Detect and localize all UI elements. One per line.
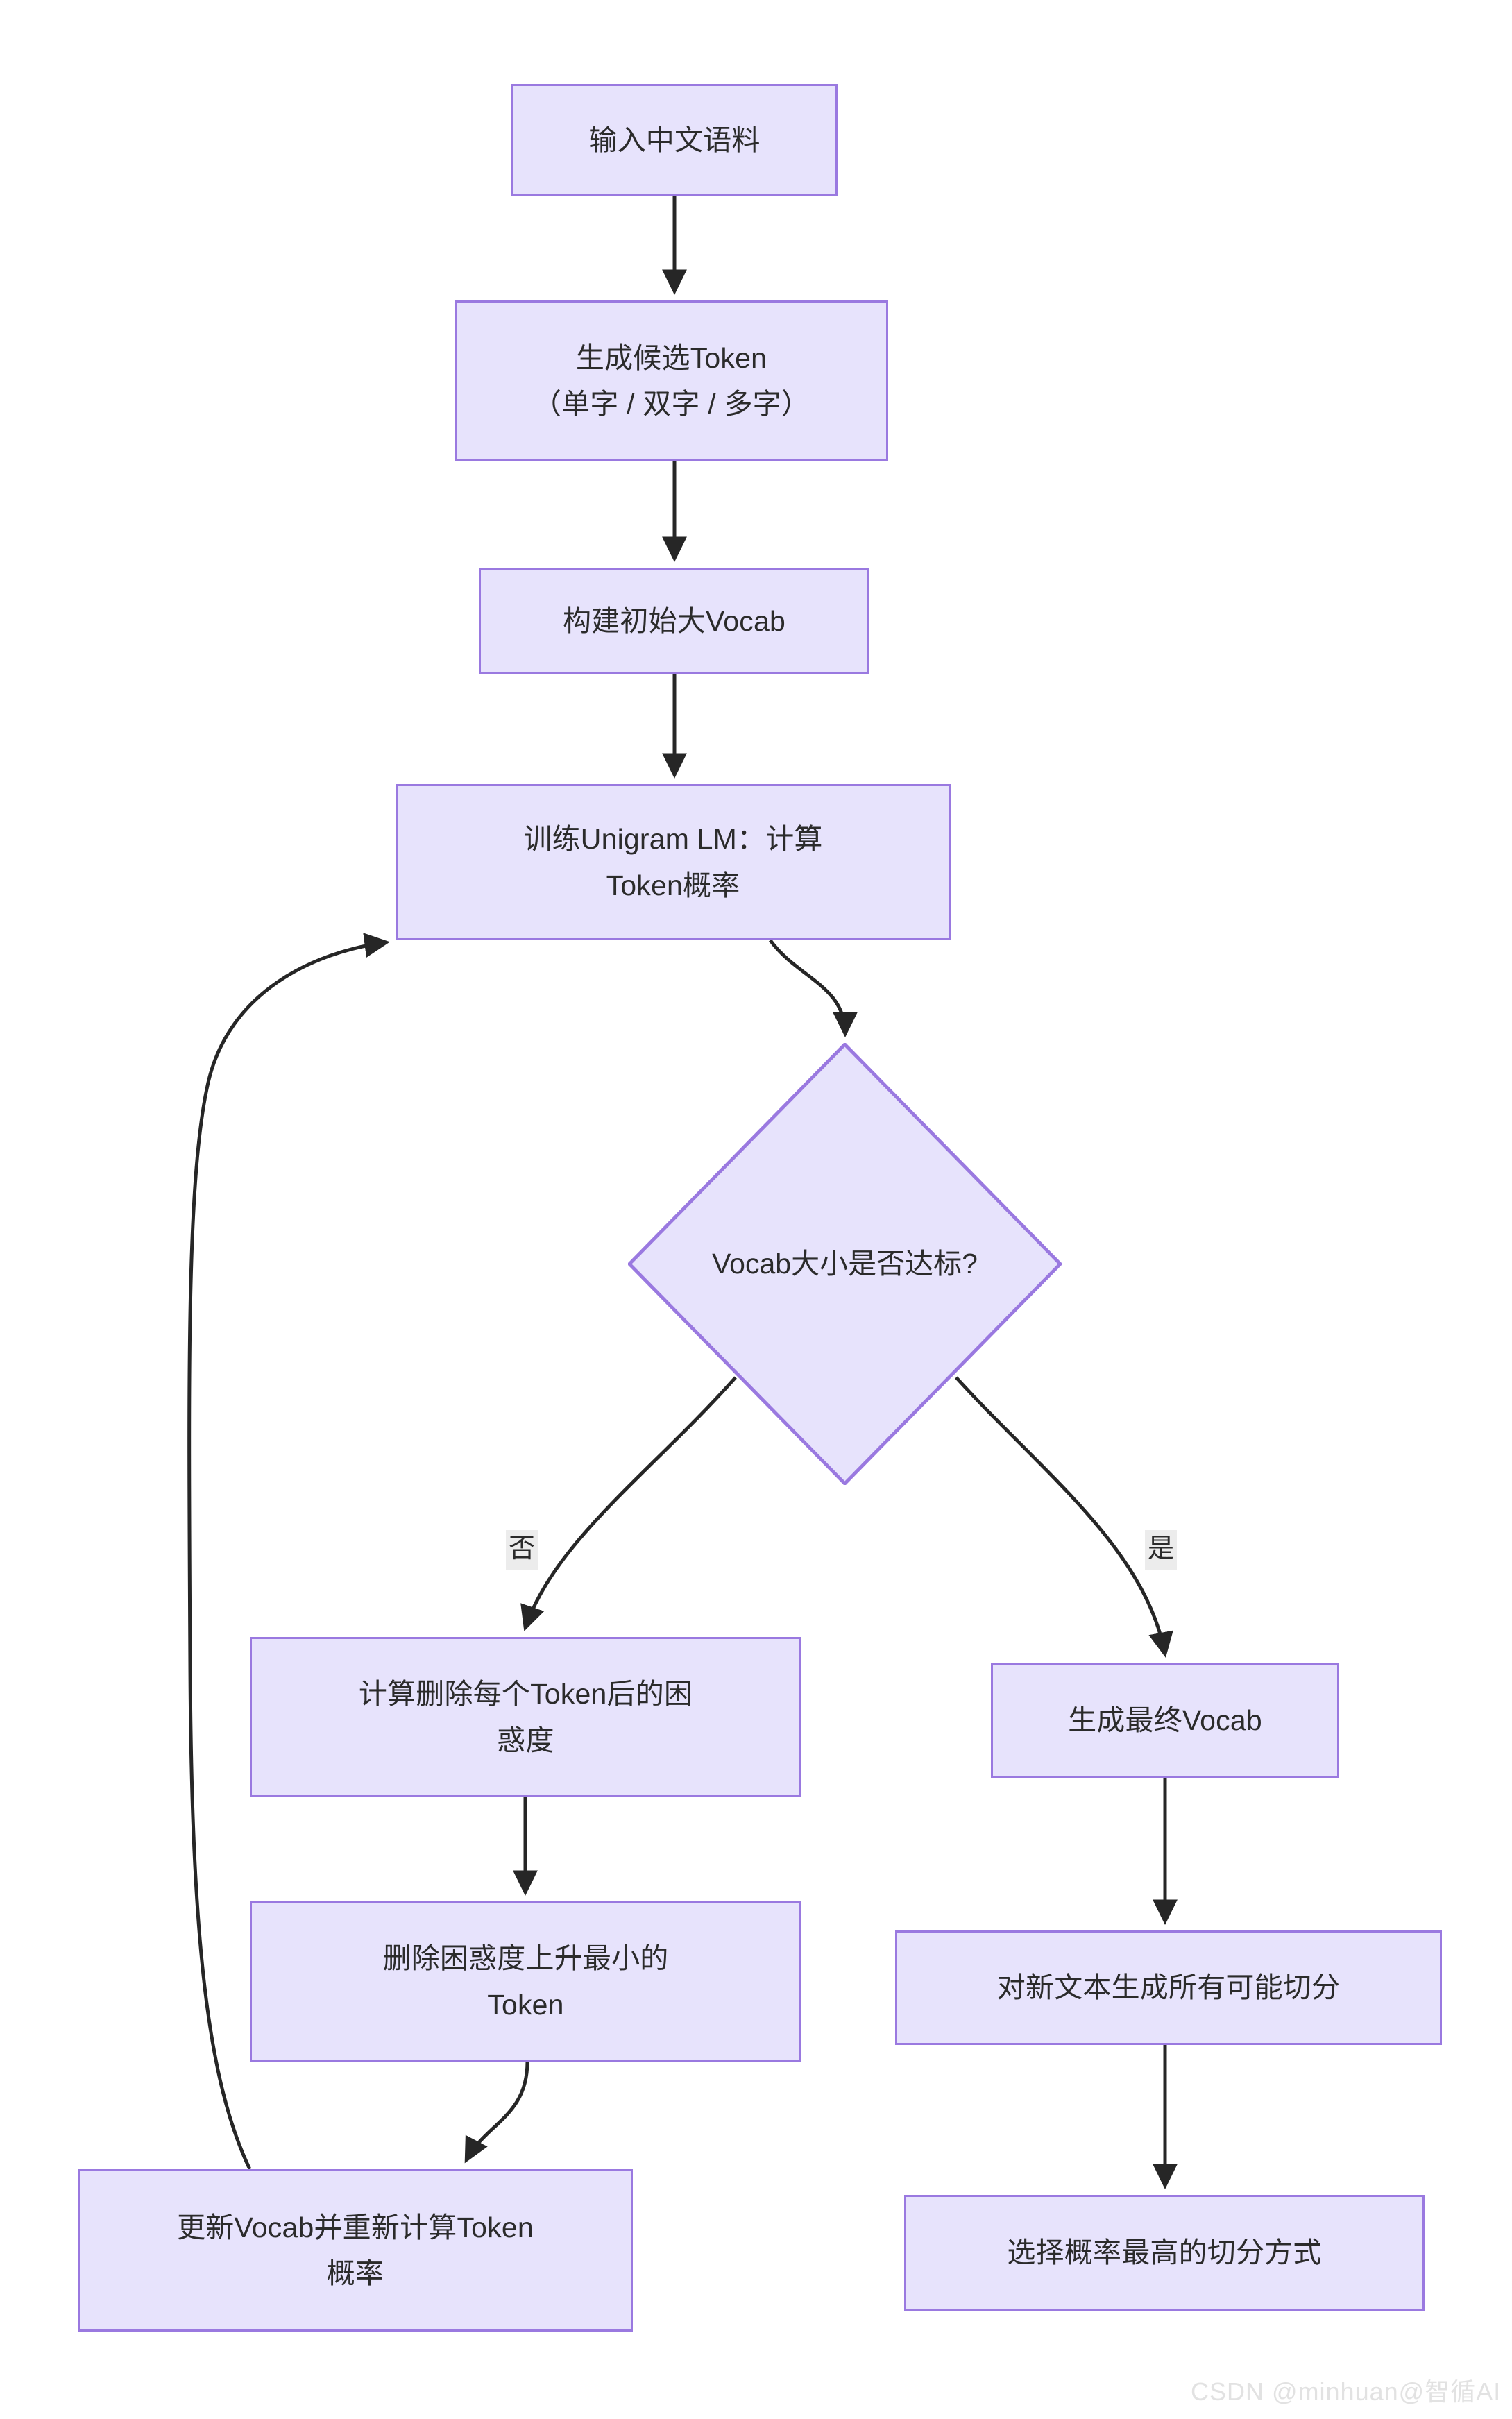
edge-train-to-check	[768, 939, 858, 1037]
node-label: 对新文本生成所有可能切分	[996, 1971, 1341, 2004]
node-build-initial-vocab[interactable]: 构建初始大Vocab	[479, 568, 869, 674]
diamond-label-wrap: Vocab大小是否达标?	[628, 1043, 1062, 1485]
node-generate-candidate-tokens[interactable]: 生成候选Token （单字 / 双字 / 多字）	[455, 300, 888, 461]
node-label: 生成最终Vocab	[1068, 1704, 1262, 1737]
node-update-vocab-recompute[interactable]: 更新Vocab并重新计算Token 概率	[78, 2169, 633, 2332]
edge-remove-to-update	[464, 2061, 529, 2164]
node-label: 选择概率最高的切分方式	[1007, 2236, 1322, 2269]
node-label: 更新Vocab并重新计算Token 概率	[177, 2211, 534, 2289]
node-final-vocab[interactable]: 生成最终Vocab	[991, 1663, 1339, 1778]
edge-label-no: 否	[506, 1530, 538, 1570]
node-label: 输入中文语料	[588, 124, 761, 156]
node-all-segmentations[interactable]: 对新文本生成所有可能切分	[895, 1930, 1442, 2045]
node-pick-highest-prob[interactable]: 选择概率最高的切分方式	[904, 2195, 1425, 2311]
csdn-watermark: CSDN @minhuan@智循AI	[1191, 2377, 1502, 2406]
node-label: 训练Unigram LM：计算 Token概率	[523, 823, 823, 901]
node-vocab-size-check[interactable]: Vocab大小是否达标?	[628, 1043, 1062, 1485]
node-remove-min-rise-token[interactable]: 删除困惑度上升最小的 Token	[250, 1901, 801, 2062]
node-label: 构建初始大Vocab	[563, 604, 785, 637]
node-label: 删除困惑度上升最小的 Token	[382, 1942, 669, 2021]
node-label: 计算删除每个Token后的困 惑度	[358, 1678, 693, 1756]
node-label: 生成候选Token （单字 / 双字 / 多字）	[532, 341, 810, 420]
node-input-corpus[interactable]: 输入中文语料	[511, 84, 838, 196]
node-train-unigram-lm[interactable]: 训练Unigram LM：计算 Token概率	[396, 784, 951, 940]
node-label: Vocab大小是否达标?	[712, 1247, 978, 1280]
diamond-shape	[628, 1043, 1062, 1485]
edge-label-yes: 是	[1145, 1530, 1178, 1570]
node-compute-perplexity[interactable]: 计算删除每个Token后的困 惑度	[250, 1637, 801, 1797]
